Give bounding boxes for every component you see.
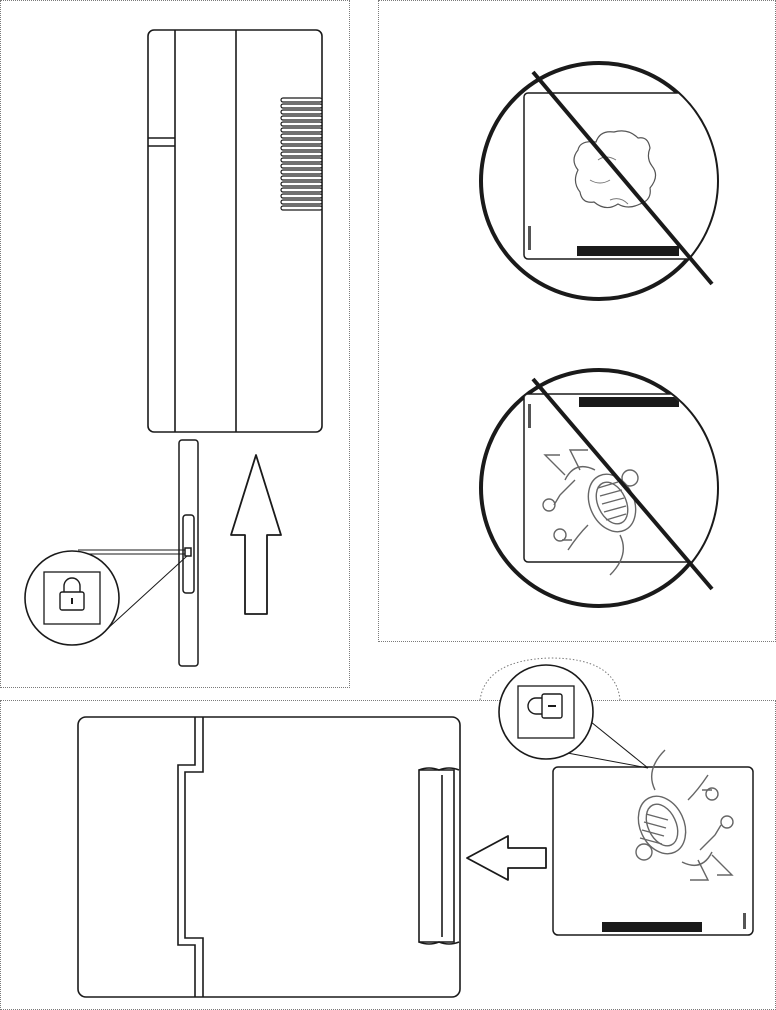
left-arrow-icon — [467, 836, 546, 880]
cassette-label-strip — [577, 246, 679, 256]
cassette-face — [553, 767, 753, 935]
cassette-insert — [553, 750, 753, 935]
lock-magnifier — [25, 551, 119, 645]
cassette-label-strip — [579, 397, 679, 407]
cassette-label-strip — [602, 922, 702, 932]
drive-unit-front — [78, 717, 460, 997]
prohibited-orientation-1 — [481, 63, 724, 299]
up-arrow-icon — [231, 455, 281, 614]
drive-unit-side — [148, 30, 322, 432]
lock-magnifier — [499, 665, 593, 759]
cassette-edge — [179, 440, 198, 666]
prohibited-orientation-2 — [481, 370, 724, 606]
